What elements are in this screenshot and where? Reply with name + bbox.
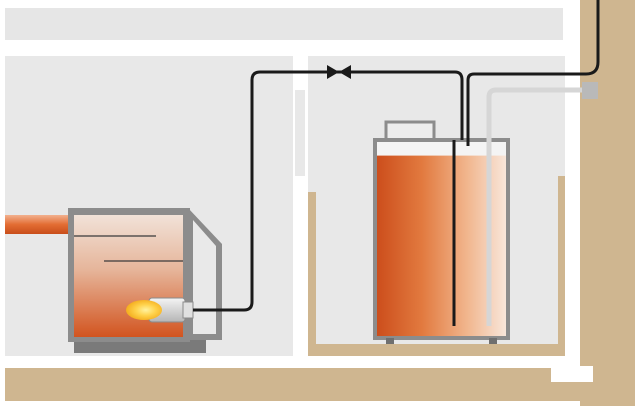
boiler-base: [74, 340, 206, 353]
tank-foot-left: [386, 338, 394, 344]
pillar: [295, 90, 305, 176]
flame-icon: [126, 300, 162, 320]
earth-outer-wall: [580, 0, 635, 406]
oil-tank-icon: [373, 120, 510, 344]
flue-pipe-icon: [5, 215, 75, 234]
earth-ground: [5, 368, 635, 401]
vent-cap-icon: [582, 82, 598, 99]
tank-cap: [384, 120, 436, 142]
wall-gap: [551, 366, 593, 382]
outside-pipe: [466, 0, 600, 146]
oil-supply-line: [193, 70, 464, 312]
boiler-icon: [68, 208, 222, 353]
boiler-side-inner: [193, 220, 216, 334]
burner-cap: [182, 301, 194, 319]
valve-icon: [327, 65, 351, 79]
vent-pipe: [486, 87, 584, 326]
tank-oil-fill: [377, 155, 506, 336]
tank-foot-right: [489, 338, 497, 344]
ceiling: [5, 8, 563, 40]
